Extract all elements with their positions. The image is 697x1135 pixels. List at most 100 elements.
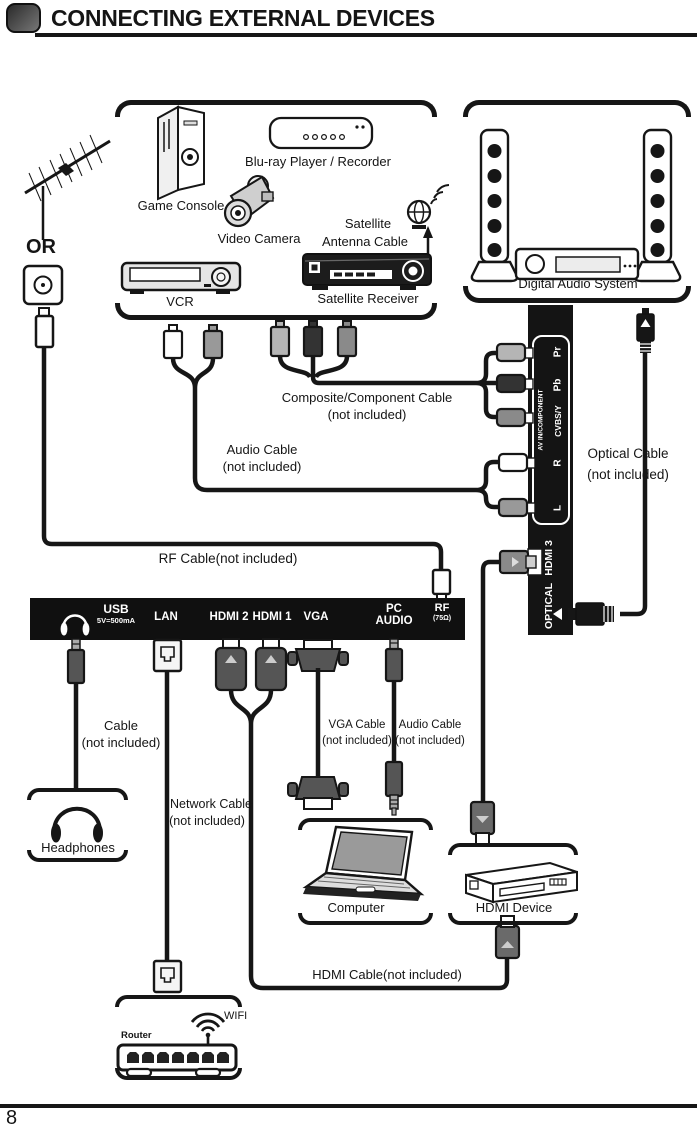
composite-cable-plugs	[269, 320, 358, 358]
label-pc-audio-line2: (not included)	[395, 735, 465, 747]
label-satellite-line2: Antenna Cable	[321, 234, 409, 249]
composite-cable-path	[277, 350, 501, 420]
or-label: OR	[26, 236, 56, 258]
computer-frame-bottom	[298, 913, 433, 925]
computer-frame-top	[298, 818, 433, 830]
panel-label-hdmi3: HDMI 3	[543, 540, 555, 576]
label-audio-line1: Audio Cable	[226, 442, 298, 457]
router-icon	[116, 1043, 238, 1078]
component-plugs-panel	[495, 342, 536, 518]
page-title: CONNECTING EXTERNAL DEVICES	[51, 5, 435, 31]
panel-label-pr: Pr	[552, 346, 564, 358]
label-router: Router	[121, 1030, 152, 1041]
label-composite-line2: (not included)	[327, 407, 407, 422]
game-console-icon	[157, 105, 205, 201]
footer-rule	[0, 1104, 697, 1108]
digital-audio-system-icon	[470, 128, 682, 283]
label-hdmi-cable: HDMI Cable(not included)	[312, 967, 462, 982]
label-network-line2: (not included)	[169, 814, 245, 828]
label-network-line1: Network Cable	[170, 797, 252, 811]
panel-label-av-in: AV IN/COMPONENT	[537, 389, 545, 451]
label-pc-audio-line1: Audio Cable	[398, 719, 462, 731]
audio-jack-bottom	[384, 760, 404, 816]
port-label-rf-sub: (75Ω)	[432, 615, 452, 622]
panel-label-optical: OPTICAL	[543, 582, 555, 630]
audio-cable-path	[170, 357, 501, 510]
label-wifi: WIFI	[224, 1010, 248, 1022]
tv-antenna-icon	[24, 134, 111, 240]
section-bullet-icon	[6, 3, 41, 33]
label-vga-cable-line1: VGA Cable	[328, 719, 386, 731]
label-hdmi-device: HDMI Device	[475, 900, 553, 915]
label-video-camera: Video Camera	[217, 231, 301, 246]
label-audio-line2: (not included)	[222, 459, 302, 474]
panel-label-pb: Pb	[552, 378, 564, 392]
satellite-receiver-icon	[302, 253, 432, 290]
label-headphone-cable-line1: Cable	[104, 718, 138, 733]
label-computer: Computer	[327, 900, 385, 915]
port-label-rf: RF	[434, 602, 450, 614]
satellite-dish-icon	[406, 184, 450, 229]
panel-label-r: R	[552, 459, 564, 467]
audio-jack-top	[384, 638, 404, 683]
rj45-plug-top	[152, 638, 183, 673]
label-vga-cable-line2: (not included)	[322, 735, 392, 747]
source-box-frame-top	[115, 100, 437, 117]
side-panel	[528, 305, 573, 635]
ports-bar	[30, 598, 465, 640]
hdmi3-cable-path	[480, 559, 502, 802]
label-headphones: Headphones	[41, 840, 115, 855]
router-frame-bottom	[115, 1068, 242, 1080]
hdmi-device-frame-bottom	[448, 913, 578, 925]
hdmi-plug-to-device	[469, 800, 496, 845]
page-number: 8	[6, 1107, 18, 1129]
rj45-plug-bottom	[152, 959, 183, 994]
hdmi-plug-hdmi2	[214, 638, 248, 692]
vga-plug-bottom	[287, 776, 349, 810]
hdmi-cable-path	[228, 689, 510, 991]
av-in-outline	[532, 335, 570, 525]
rf-cable-path	[41, 347, 444, 572]
vga-plug-top	[287, 639, 349, 672]
port-label-pc: PC	[386, 603, 402, 615]
audio-cable-plugs	[162, 324, 224, 360]
port-label-vga: VGA	[303, 611, 329, 623]
optical-plug-top	[636, 308, 655, 353]
port-label-pc-audio: AUDIO	[375, 615, 413, 627]
label-game-console: Game Console	[137, 198, 225, 213]
headphones-icon	[51, 806, 103, 843]
panel-label-l: L	[552, 504, 564, 512]
rf-plug-wall	[34, 307, 55, 349]
hdmi-plug-hdmi1	[254, 638, 288, 692]
label-composite-line1: Composite/Component Cable	[281, 390, 453, 405]
port-label-usb: USB	[103, 602, 129, 616]
router-frame-top	[115, 995, 242, 1007]
label-vcr: VCR	[166, 294, 194, 309]
label-optical-line2: (not included)	[587, 467, 669, 482]
bluray-player-icon	[268, 116, 374, 150]
hdmi-device-icon	[465, 861, 578, 904]
audio-system-frame-top	[463, 100, 691, 117]
hdmi-plug-to-device-bottom	[494, 915, 521, 960]
port-label-hdmi2: HDMI 2	[209, 611, 249, 623]
audio-system-frame-bottom	[463, 286, 691, 303]
label-rf-cable: RF Cable(not included)	[158, 551, 298, 566]
port-label-lan: LAN	[154, 611, 178, 623]
label-satellite-receiver: Satellite Receiver	[317, 291, 419, 306]
hdmi-device-frame-top	[448, 843, 578, 855]
vcr-icon	[120, 261, 242, 294]
optical-cable-path	[620, 352, 648, 617]
port-label-usb-sub: 5V=500mA	[96, 616, 136, 625]
label-satellite-line1: Satellite	[344, 216, 392, 231]
headphones-frame-bottom	[27, 850, 128, 862]
optical-plug-tv	[553, 602, 614, 626]
hdmi3-plug	[498, 549, 537, 575]
panel-label-cvbs: CVBS/Y	[553, 405, 563, 437]
label-bluray: Blu-ray Player / Recorder	[245, 154, 391, 169]
label-digital-audio-system: Digital Audio System	[518, 276, 638, 291]
antenna-wall-socket-icon	[22, 264, 64, 306]
headphone-jack-plug	[66, 638, 86, 685]
headphones-frame-top	[27, 788, 128, 800]
